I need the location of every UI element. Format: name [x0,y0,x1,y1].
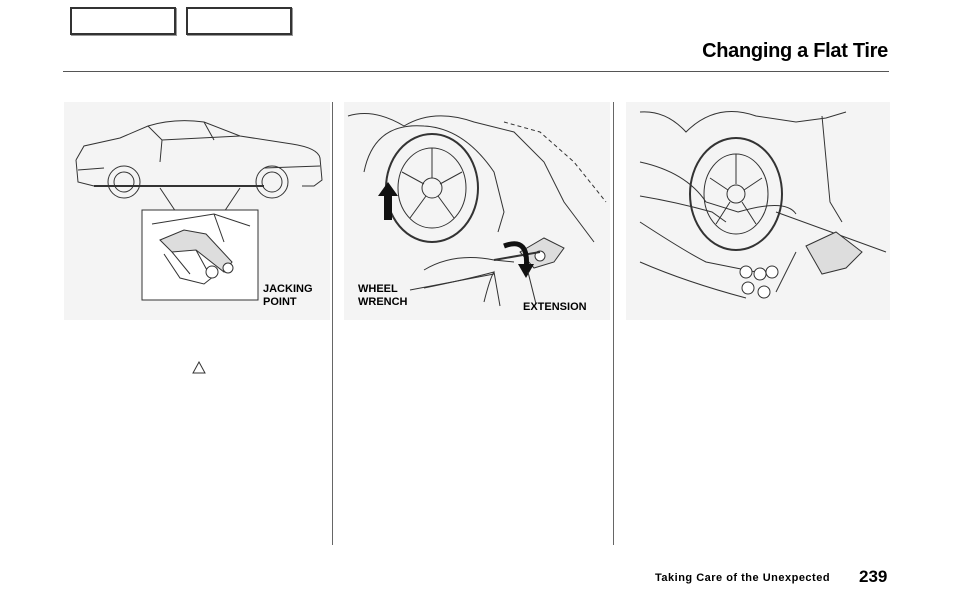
jacking-point-illustration [64,102,330,320]
callout-jacking-point: JACKING POINT [263,283,313,308]
page-number: 239 [859,567,888,586]
nav-button-previous[interactable] [70,7,176,35]
column-divider-2 [613,102,614,545]
title-divider [63,71,889,72]
warning-triangle-icon [192,361,206,374]
nav-button-next[interactable] [186,7,292,35]
callout-extension: EXTENSION [523,301,587,313]
callout-wheel-wrench: WHEEL WRENCH [358,283,408,308]
footer-section-title: Taking Care of the Unexpected [655,572,831,584]
column-divider-1 [332,102,333,545]
remove-wheel-illustration [626,102,890,320]
page-title: Changing a Flat Tire [702,40,888,62]
wheel-wrench-illustration [344,102,610,320]
